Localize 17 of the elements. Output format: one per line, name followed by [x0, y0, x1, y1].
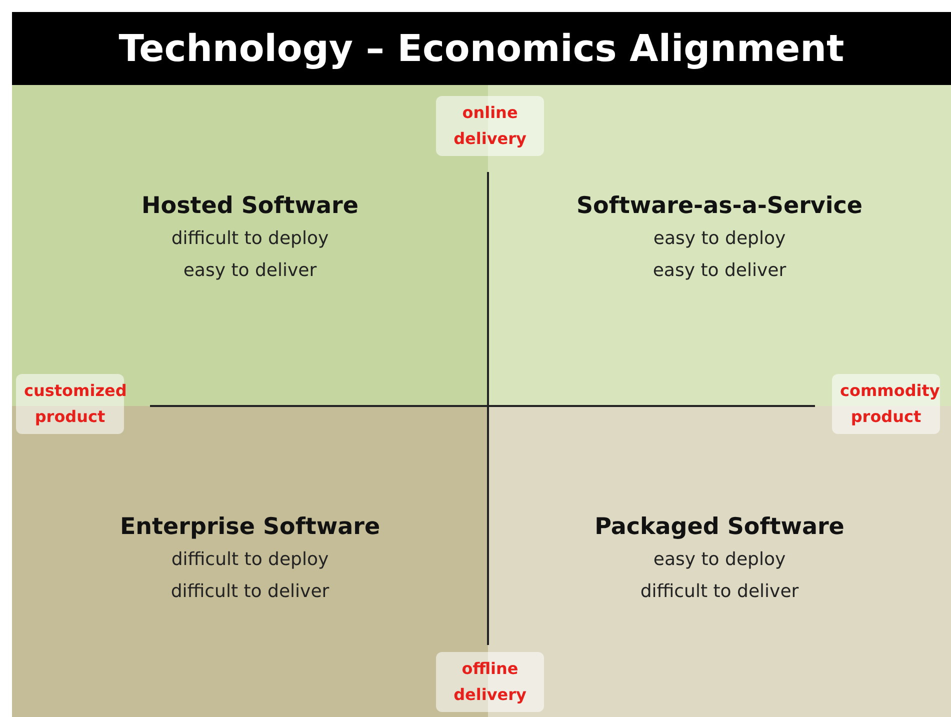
axis-label: customized product [16, 374, 124, 434]
quadrant-heading: Software-as-a-Service [576, 193, 863, 219]
title: Technology – Economics Alignment [12, 12, 951, 85]
quadrant-text: easy to deploy [653, 548, 786, 572]
axis-label: offline delivery [436, 652, 544, 712]
quadrant-text: difficult to deliver [640, 580, 799, 604]
quadrant-text: easy to deliver [183, 259, 317, 283]
quadrant-text: difficult to deploy [171, 548, 329, 572]
quadrant-heading: Packaged Software [594, 514, 844, 540]
quadrant-text: difficult to deploy [171, 227, 329, 251]
axis-label: commodity product [832, 374, 940, 434]
quadrant-text: easy to deploy [653, 227, 786, 251]
quadrant-heading: Hosted Software [142, 193, 358, 219]
quadrant-text: easy to deliver [652, 259, 786, 283]
quadrant-heading: Enterprise Software [120, 514, 380, 540]
axis-label: online delivery [436, 96, 544, 156]
quadrant-text: difficult to deliver [170, 580, 330, 604]
